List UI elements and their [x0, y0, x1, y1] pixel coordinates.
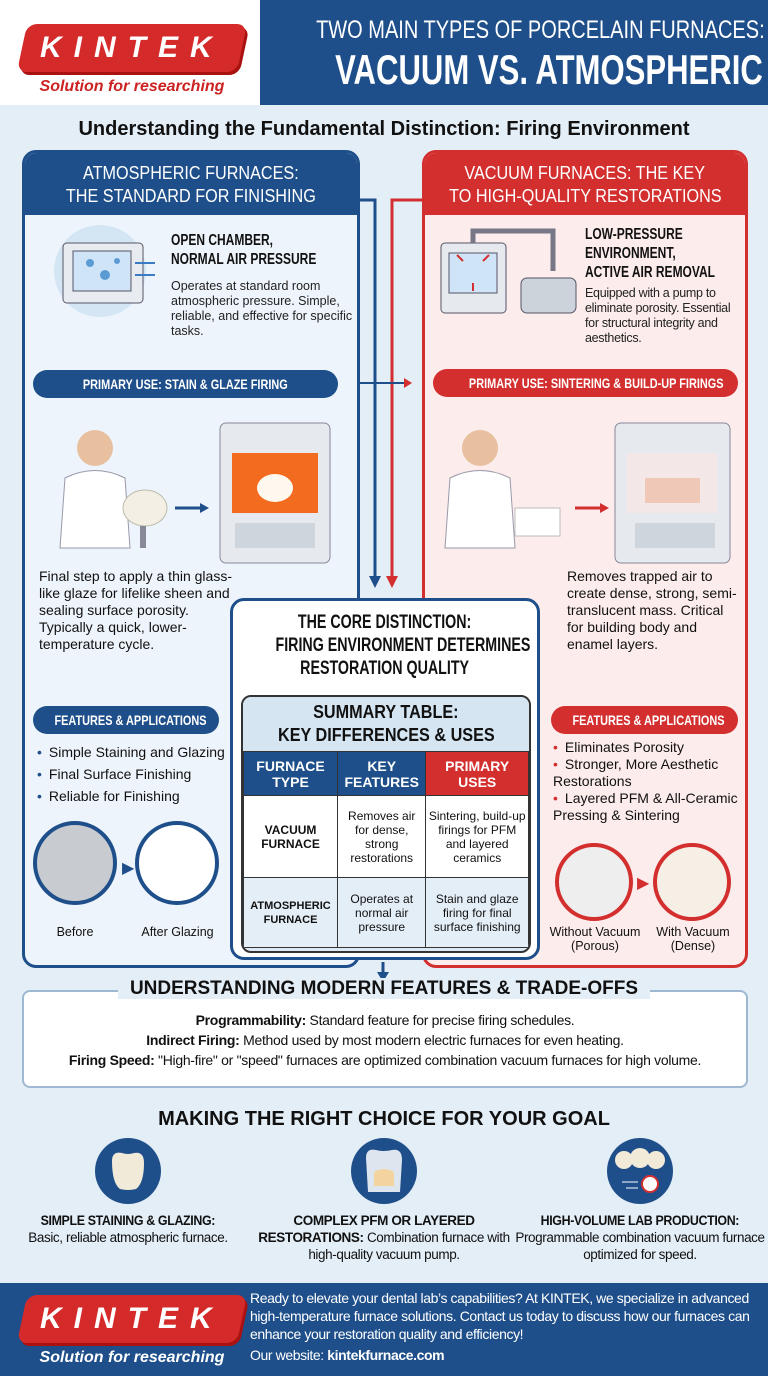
core-title: FIRING ENVIRONMENT DETERMINES [275, 635, 531, 656]
vacuum-heading: LOW-PRESSURE [585, 226, 683, 243]
header-logo-area: KINTEK Solution for researching [0, 0, 260, 105]
choice-section: MAKING THE RIGHT CHOICE FOR YOUR GOAL SI… [0, 1100, 768, 1280]
logo-text: KINTEK [40, 31, 224, 64]
table-cell: ATMOSPHERIC FURNACE [243, 877, 339, 948]
vacuum-heading: ENVIRONMENT, [585, 245, 676, 262]
website-link[interactable]: kintekfurnace.com [327, 1347, 445, 1363]
vacuum-description: Equipped with a pump to eliminate porosi… [585, 286, 731, 345]
kintek-logo: KINTEK Solution for researching [16, 24, 248, 96]
table-cell: VACUUM FURNACE [243, 795, 339, 878]
features-list: Simple Staining and Glazing Final Surfac… [37, 741, 225, 807]
primary-use-pill: PRIMARY USE: STAIN & GLAZE FIRING [83, 376, 288, 392]
features-pill: FEATURES & APPLICATIONS [54, 712, 207, 728]
arrow-icon: ▶ [637, 875, 650, 892]
primary-use-pill: PRIMARY USE: SINTERING & BUILD-UP FIRING… [468, 375, 724, 391]
table-cell: Sintering, build-up firings for PFM and … [425, 795, 529, 878]
table-cell: Removes air for dense, strong restoratio… [337, 795, 427, 878]
table-row: VACUUM FURNACE Removes air for dense, st… [243, 795, 529, 878]
modern-item: Firing Speed: "High-fire" or "speed" fur… [68, 1052, 702, 1068]
modern-item: Programmability: Standard feature for pr… [195, 1012, 575, 1028]
features-list: Eliminates Porosity Stronger, More Aesth… [553, 739, 743, 824]
features-pill: FEATURES & APPLICATIONS [572, 712, 725, 728]
chamber-description: Operates at standard room atmospheric pr… [171, 279, 353, 338]
without-vacuum-label: Without Vacuum [549, 925, 641, 939]
arrow-icon: ▶ [122, 860, 135, 877]
column-header: PRIMARY USES [425, 751, 529, 796]
feature-item: Stronger, More Aesthetic Restorations [553, 756, 743, 790]
without-vacuum-label: (Porous) [571, 939, 619, 953]
modern-item: Indirect Firing: Method used by most mod… [146, 1032, 624, 1048]
with-vacuum-label: With Vacuum [656, 925, 730, 939]
panel-title: TO HIGH-QUALITY RESTORATIONS [448, 186, 722, 206]
panel-title: THE STANDARD FOR FINISHING [66, 186, 316, 206]
summary-table: SUMMARY TABLE: KEY DIFFERENCES & USES FUR… [241, 695, 531, 953]
website-label: Our website: [250, 1347, 328, 1363]
feature-item: Reliable for Finishing [37, 785, 225, 807]
choice-item: COMPLEX PFM OR LAYERED RESTORATIONS: Com… [256, 1138, 512, 1263]
header-title-area: TWO MAIN TYPES OF PORCELAIN FURNACES: VA… [260, 0, 768, 105]
before-label: Before [56, 925, 94, 939]
teeth-stopwatch-icon [607, 1138, 673, 1204]
sintering-technician-illustration [444, 422, 731, 564]
logo-text: KINTEK [40, 1302, 224, 1335]
after-label: After Glazing [141, 925, 214, 939]
subtitle: Understanding the Fundamental Distinctio… [78, 118, 690, 140]
feature-item: Simple Staining and Glazing [37, 741, 225, 763]
panel-title: VACUUM FURNACES: THE KEY [464, 163, 706, 183]
table-title: KEY DIFFERENCES & USES [277, 725, 495, 745]
column-header: KEY FEATURES [337, 751, 427, 796]
chamber-heading: OPEN CHAMBER, [171, 232, 274, 249]
modern-title: UNDERSTANDING MODERN FEATURES & TRADE-OF… [117, 978, 651, 999]
atmospheric-panel: ATMOSPHERIC FURNACES: THE STANDARD FOR FI… [22, 150, 360, 968]
core-title: THE CORE DISTINCTION: [298, 612, 472, 633]
core-distinction-box: THE CORE DISTINCTION: FIRING ENVIRONMENT… [230, 598, 540, 960]
glazing-technician-illustration [59, 422, 331, 564]
choice-item: SIMPLE STAINING & GLAZING:Basic, reliabl… [0, 1138, 256, 1246]
title-line2: VACUUM VS. ATMOSPHERIC [335, 46, 763, 93]
core-title: RESTORATION QUALITY [300, 658, 470, 679]
use-description: Removes trapped air to create dense, str… [567, 568, 737, 652]
logo-tagline: Solution for researching [39, 1349, 225, 1366]
feature-item: Layered PFM & All-Ceramic Pressing & Sin… [553, 790, 743, 824]
vacuum-pump-furnace-icon [440, 228, 577, 314]
feature-item: Eliminates Porosity [553, 739, 743, 756]
panel-title: ATMOSPHERIC FURNACES: [83, 163, 299, 183]
table-cell: Stain and glaze firing for final surface… [425, 877, 529, 948]
title-line1: TWO MAIN TYPES OF PORCELAIN FURNACES: [316, 16, 765, 44]
table-cell: Operates at normal air pressure [337, 877, 427, 948]
choice-item: HIGH-VOLUME LAB PRODUCTION:Programmable … [512, 1138, 768, 1263]
modern-features-box: Programmability: Standard feature for pr… [22, 990, 748, 1088]
kintek-logo: KINTEK Solution for researching [16, 1295, 248, 1367]
footer-message: Ready to elevate your dental lab’s capab… [250, 1290, 750, 1342]
tooth-icon [95, 1138, 161, 1204]
table-title: SUMMARY TABLE: [313, 702, 459, 722]
logo-tagline: Solution for researching [39, 78, 225, 95]
after-glazing-image [135, 821, 219, 905]
with-vacuum-image [653, 843, 731, 921]
chamber-heading: NORMAL AIR PRESSURE [171, 251, 317, 268]
use-description: Final step to apply a thin glass-like gl… [39, 568, 232, 652]
before-image [33, 821, 117, 905]
with-vacuum-label: (Dense) [670, 939, 716, 953]
open-chamber-furnace-icon [54, 225, 155, 317]
table-row: ATMOSPHERIC FURNACE Operates at normal a… [243, 877, 529, 948]
vacuum-heading: ACTIVE AIR REMOVAL [585, 264, 716, 281]
choice-title: MAKING THE RIGHT CHOICE FOR YOUR GOAL [158, 1108, 610, 1130]
column-header: FURNACE TYPE [243, 751, 339, 796]
feature-item: Final Surface Finishing [37, 763, 225, 785]
without-vacuum-image [555, 843, 633, 921]
footer: KINTEK Solution for researching Ready to… [0, 1283, 768, 1376]
layered-tooth-icon [351, 1138, 417, 1204]
